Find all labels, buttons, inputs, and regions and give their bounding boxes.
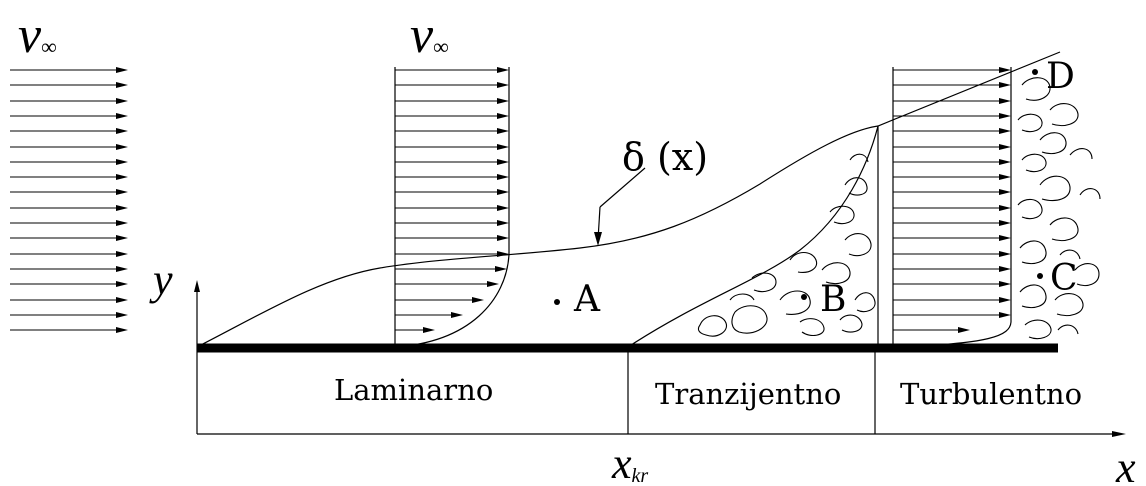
turbulent-arrow-head bbox=[999, 159, 1011, 165]
freestream-arrow-head bbox=[116, 266, 128, 272]
laminar-arrow-head bbox=[497, 174, 509, 180]
laminar-arrow-head bbox=[497, 98, 509, 104]
laminar-arrow-head bbox=[451, 312, 463, 318]
turbulent-velocity-profile bbox=[892, 67, 1012, 348]
boundary-layer-thickness-label: δ (x) bbox=[622, 135, 708, 179]
freestream-arrow-head bbox=[116, 174, 128, 180]
point-c-label: C bbox=[1050, 258, 1078, 299]
freestream-velocity-label-mid: v∞ bbox=[410, 7, 449, 64]
turbulent-arrow-head bbox=[999, 67, 1011, 73]
y-axis-label: y bbox=[149, 255, 173, 304]
critical-x-label: xkr bbox=[611, 439, 648, 486]
delta-leader bbox=[594, 167, 646, 246]
boundary-layer-thickness-curve bbox=[196, 51, 1061, 348]
turbulent-arrow-head bbox=[999, 189, 1011, 195]
point-a-dot bbox=[554, 299, 560, 305]
laminar-profile-curve bbox=[394, 67, 510, 348]
point-d-dot bbox=[1032, 69, 1038, 75]
freestream-arrow-head bbox=[116, 297, 128, 303]
turbulent-arrow-head bbox=[999, 281, 1011, 287]
turbulent-arrow-head bbox=[999, 297, 1011, 303]
freestream-arrow-head bbox=[116, 98, 128, 104]
turbulent-arrow-head bbox=[999, 266, 1011, 272]
y-axis-arrowhead bbox=[194, 280, 200, 292]
turbulent-arrow-head bbox=[958, 327, 970, 333]
x-axis-label: x bbox=[1115, 443, 1136, 486]
freestream-velocity-arrows bbox=[10, 67, 128, 333]
turbulent-arrow-head bbox=[999, 205, 1011, 211]
turbulent-arrow-head bbox=[999, 82, 1011, 88]
laminar-arrow-head bbox=[487, 281, 499, 287]
laminar-region-label: Laminarno bbox=[334, 373, 493, 407]
transitional-region-label: Tranzijentno bbox=[655, 377, 841, 411]
laminar-arrow-head bbox=[472, 297, 484, 303]
turbulent-arrow-head bbox=[999, 220, 1011, 226]
laminar-arrow-head bbox=[497, 67, 509, 73]
laminar-profile-arrows bbox=[395, 67, 509, 333]
laminar-arrow-head bbox=[497, 144, 509, 150]
laminar-arrow-head bbox=[497, 128, 509, 134]
freestream-arrow-head bbox=[116, 205, 128, 211]
x-axis-arrowhead bbox=[1112, 431, 1126, 437]
turbulent-eddies bbox=[697, 77, 1101, 340]
freestream-arrow-head bbox=[116, 159, 128, 165]
freestream-arrow-head bbox=[116, 327, 128, 333]
freestream-velocity-label-left: v∞ bbox=[18, 7, 57, 64]
turbulent-region-label: Turbulentno bbox=[900, 377, 1082, 411]
laminar-arrow-head bbox=[497, 251, 509, 257]
laminar-arrow-head bbox=[495, 266, 507, 272]
laminar-arrow-head bbox=[497, 82, 509, 88]
freestream-arrow-head bbox=[116, 189, 128, 195]
point-b-label: B bbox=[820, 279, 846, 320]
freestream-arrow-head bbox=[116, 312, 128, 318]
point-c-dot bbox=[1037, 273, 1043, 279]
freestream-arrow-head bbox=[116, 144, 128, 150]
freestream-arrow-head bbox=[116, 82, 128, 88]
freestream-arrow-head bbox=[116, 220, 128, 226]
point-d-label: D bbox=[1046, 56, 1075, 97]
laminar-velocity-profile bbox=[394, 67, 510, 348]
turbulent-profile-arrows bbox=[893, 67, 1011, 333]
freestream-arrow-head bbox=[116, 67, 128, 73]
laminar-arrow-head bbox=[497, 235, 509, 241]
turbulent-arrow-head bbox=[999, 128, 1011, 134]
laminar-arrow-head bbox=[423, 327, 435, 333]
laminar-arrow-head bbox=[497, 189, 509, 195]
turbulent-arrow-head bbox=[999, 251, 1011, 257]
laminar-arrow-head bbox=[497, 159, 509, 165]
turbulent-arrow-head bbox=[999, 235, 1011, 241]
freestream-arrow-head bbox=[116, 251, 128, 257]
laminar-arrow-head bbox=[497, 205, 509, 211]
freestream-arrow-head bbox=[116, 281, 128, 287]
turbulent-arrow-head bbox=[999, 113, 1011, 119]
freestream-arrow-head bbox=[116, 113, 128, 119]
laminar-arrow-head bbox=[497, 113, 509, 119]
transition-lower-envelope bbox=[627, 125, 879, 348]
freestream-arrow-head bbox=[116, 128, 128, 134]
turbulent-arrow-head bbox=[999, 98, 1011, 104]
freestream-arrow-head bbox=[116, 235, 128, 241]
laminar-arrow-head bbox=[497, 220, 509, 226]
turbulent-profile-curve bbox=[892, 67, 1012, 348]
turbulent-arrow-head bbox=[999, 312, 1011, 318]
point-a-label: A bbox=[573, 279, 601, 320]
turbulent-arrow-head bbox=[999, 144, 1011, 150]
point-b-dot bbox=[801, 294, 807, 300]
turbulent-arrow-head bbox=[999, 174, 1011, 180]
